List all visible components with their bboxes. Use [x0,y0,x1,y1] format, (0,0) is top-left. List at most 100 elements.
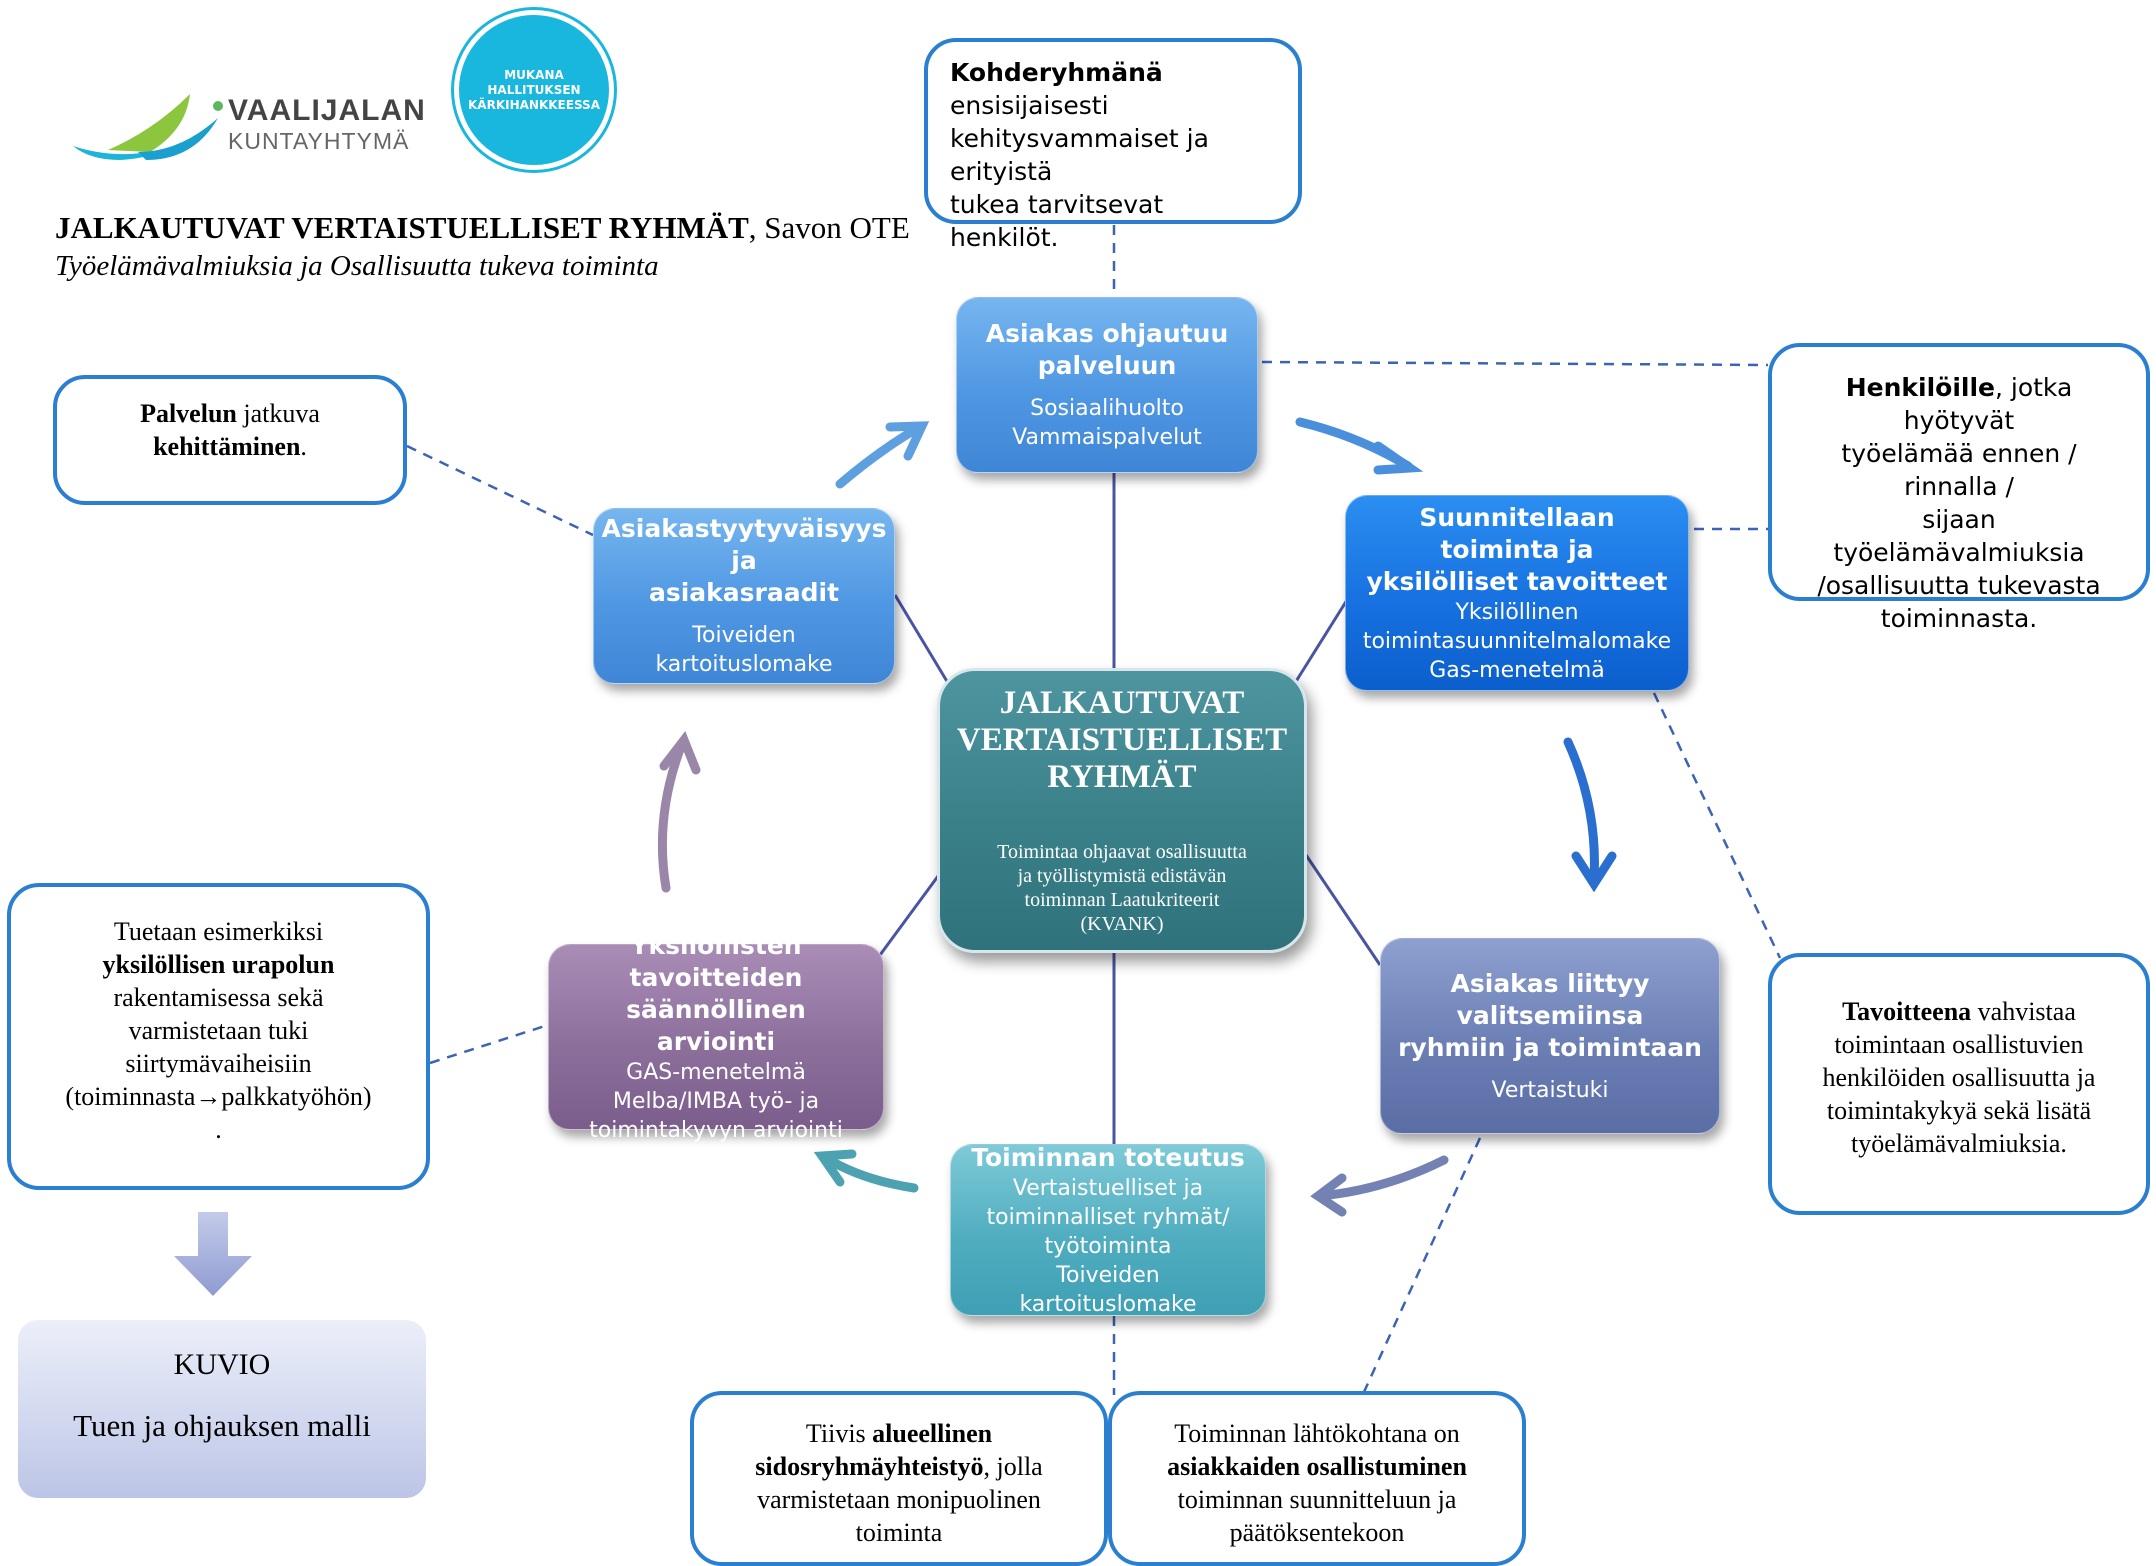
tuetaan-text-3: varmistetaan tuki [128,1016,309,1045]
node-toteutus-title: Toiminnan toteutus [971,1142,1245,1172]
callout-tuetaan: Tuetaan esimerkiksi yksilöllisen urapolu… [7,883,430,1190]
callout-henkiloille: Henkilöille, jotka hyötyvät työelämää en… [1768,343,2150,633]
tuetaan-text-5b: palkkatyöhön) [221,1082,372,1111]
callout-kohderyhma: Kohderyhmänä ensisijaisesti kehitysvamma… [924,38,1302,252]
badge-line-3: KÄRKIHANKKEESSA [468,97,600,112]
node-toteutus-sub-1: Vertaistuelliset ja [1012,1175,1204,1201]
tuetaan-text-2: rakentamisessa sekä [113,983,324,1012]
badge-line-2: HALLITUKSEN [487,82,581,97]
tiivis-bold-2: sidosryhmäyhteistyö [755,1452,984,1481]
lahtokohta-text-2: toiminnan suunnitteluun ja [1177,1485,1457,1514]
badge-line-1: MUKANA [504,67,564,82]
center-title-1: JALKAUTUVAT [999,685,1245,721]
node-arviointi: Yksilöllisten tavoitteiden säännöllinen … [548,931,884,1143]
lahtokohta-text-3: päätöksentekoon [1229,1518,1405,1547]
center-title-2: VERTAISTUELLISET [956,722,1288,758]
henkiloille-bold: Henkilöille [1845,373,1995,402]
connector-upper-right [1293,599,1349,684]
tavoitteena-text-5: työelämävalmiuksia. [1851,1129,2067,1158]
node-arviointi-title-2: säännöllinen arviointi [626,994,806,1056]
kuvio-label: KUVIO [173,1348,271,1381]
callout-tiivis: Tiivis alueellinen sidosryhmäyhteistyö, … [690,1391,1108,1566]
tavoitteena-text-2: toimintaan osallistuvien [1834,1030,2084,1059]
node-suunnitellaan-sub-1: Yksilöllinen [1455,599,1579,625]
arrow-right-icon: → [195,1082,222,1111]
tiivis-bold-1: alueellinen [872,1419,993,1448]
palvelun-bold-2: kehittäminen [153,432,301,461]
henkiloille-text-1: , jotka hyötyvät [1903,373,2073,435]
kohderyhma-text-2: kehitysvammaiset ja erityistä [950,124,1209,186]
lahtokohta-text-1: Toiminnan lähtökohtana on [1174,1419,1460,1448]
node-liittyy-title-1: Asiakas liittyy valitsemiinsa [1450,968,1650,1030]
tiivis-text-3: varmistetaan monipuolinen [757,1485,1041,1514]
tavoitteena-bold: Tavoitteena [1842,997,1972,1026]
palvelun-text-1: jatkuva [236,399,320,428]
down-arrow [174,1212,252,1296]
henkiloille-text-5: toiminnasta. [1880,604,2038,633]
cycle-arrow-2 [1295,417,1424,475]
palvelun-bold-1: Palvelun [140,399,237,428]
node-suunnitellaan: Suunnitellaan toiminta ja yksilölliset t… [1345,495,1689,691]
tuetaan-text-4: siirtymävaiheisiin [125,1049,312,1078]
tavoitteena-text-3: henkilöiden osallisuutta ja [1822,1063,2096,1092]
connector-upper-left [893,594,950,684]
tiivis-text-2: , jolla [983,1452,1043,1481]
callout-lahtokohta: Toiminnan lähtökohtana on asiakkaiden os… [1108,1391,1526,1566]
node-liittyy: Asiakas liittyy valitsemiinsa ryhmiin ja… [1380,938,1720,1134]
node-tyytyvaisyys-title-2: asiakasraadit [648,578,840,607]
node-toteutus-sub-2: toiminnalliset ryhmät/ [986,1204,1230,1230]
cycle-arrow-6 [657,730,701,893]
tiivis-text-4: toiminta [855,1518,943,1547]
cycle-arrow-3 [1563,737,1617,893]
center-node: JALKAUTUVAT VERTAISTUELLISET RYHMÄT Toim… [937,668,1307,953]
node-suunnitellaan-sub-3: Gas-menetelmä [1429,657,1605,683]
leader-tavoitteena [1652,692,1782,959]
node-asiakas-ohjautuu: Asiakas ohjautuu palveluun Sosiaalihuolt… [956,297,1258,473]
center-sub-4: (KVANK) [1080,913,1164,935]
tavoitteena-text-4: toimintakykyä sekä lisätä [1826,1096,2092,1125]
node-suunnitellaan-title-1: Suunnitellaan toiminta ja [1419,502,1615,564]
cycle-arrow-4 [1310,1155,1449,1217]
henkiloille-text-4: /osallisuutta tukevasta [1817,571,2101,600]
node-asiakas-ohjautuu-title-2: palveluun [1037,351,1177,380]
page-title: JALKAUTUVAT VERTAISTUELLISET RYHMÄT, Sav… [55,210,910,246]
node-tyytyvaisyys-title-1: Asiakastyytyväisyys ja [601,514,887,575]
tavoitteena-text-1: vahvistaa [1971,997,2076,1026]
cycle-arrow-5 [813,1149,919,1193]
node-suunnitellaan-title-2: yksilölliset tavoitteet [1366,566,1668,596]
node-toteutus-sub-4: Toiveiden kartoituslomake [1019,1262,1197,1317]
tuetaan-text-1: Tuetaan esimerkiksi [113,917,324,946]
henkiloille-text-3: sijaan työelämävalmiuksia [1833,505,2085,567]
node-toteutus-sub-3: työtoiminta [1044,1233,1172,1259]
page-subtitle: Työelämävalmiuksia ja Osallisuutta tukev… [55,250,659,282]
center-sub-2: ja työllistymistä edistävän [1017,865,1227,887]
tuetaan-text-6: . [215,1115,222,1144]
node-arviointi-title-1: Yksilöllisten tavoitteiden [629,930,803,992]
henkiloille-text-2: työelämää ennen / rinnalla / [1841,439,2077,501]
leader-lahtokohta [1362,1137,1482,1393]
kohderyhma-text-1: ensisijaisesti [950,91,1109,120]
bird-logo-icon [73,94,223,160]
node-tyytyvaisyys: Asiakastyytyväisyys ja asiakasraadit Toi… [593,508,895,684]
node-suunnitellaan-sub-2: toimintasuunnitelmalomake [1362,628,1672,654]
connector-lower-right [1304,854,1382,966]
node-asiakas-ohjautuu-sub-1: Sosiaalihuolto [1030,396,1184,421]
center-title-3: RYHMÄT [1047,759,1197,795]
page-title-bold: JALKAUTUVAT VERTAISTUELLISET RYHMÄT [55,210,749,245]
vaalijalan-logo: VAALIJALAN KUNTAYHTYMÄ [68,76,428,172]
kohderyhma-bold: Kohderyhmänä [950,58,1163,87]
tuetaan-text-5a: (toiminnasta [65,1082,196,1111]
node-arviointi-sub-3: toimintakyvyn arviointi [589,1117,843,1143]
center-sub-1: Toimintaa ohjaavat osallisuutta [997,841,1247,863]
tuetaan-bold: yksilöllisen urapolun [102,950,335,979]
node-tyytyvaisyys-sub-2: kartoituslomake [655,652,833,677]
kuvio-box: KUVIO Tuen ja ohjauksen malli [18,1320,426,1498]
center-sub-3: toiminnan Laatukriteerit [1024,889,1220,911]
page-title-rest: , Savon OTE [748,210,910,245]
cycle-arrow-1 [835,421,930,489]
vaalijalan-name: VAALIJALAN [228,94,426,127]
leader-tuetaan [429,1023,549,1065]
node-asiakas-ohjautuu-sub-2: Vammaispalvelut [1012,425,1202,450]
connector-lower-left [878,867,946,956]
